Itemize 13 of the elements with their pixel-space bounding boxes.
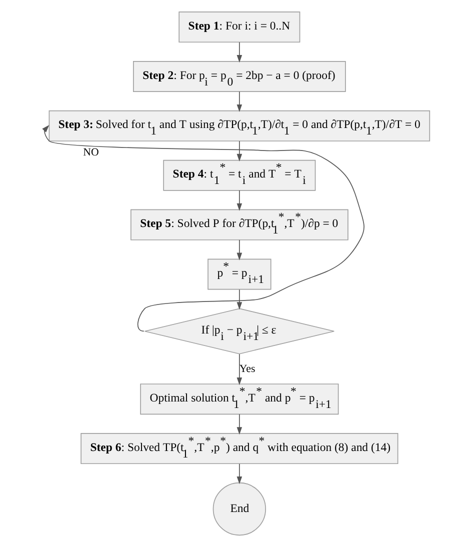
arrow — [236, 464, 242, 484]
arrow — [236, 240, 242, 260]
arrow — [236, 140, 242, 162]
arrow — [236, 190, 242, 211]
edge-label: NO — [83, 146, 99, 158]
arrow — [236, 289, 242, 310]
arrow — [236, 354, 242, 386]
arrow — [236, 414, 242, 435]
node-box: Step 1: For i: i = 0..N — [178, 12, 300, 43]
arrow — [236, 42, 242, 63]
edge-label: Yes — [239, 362, 256, 375]
node-circle: End — [212, 482, 266, 536]
arrow — [236, 91, 242, 112]
